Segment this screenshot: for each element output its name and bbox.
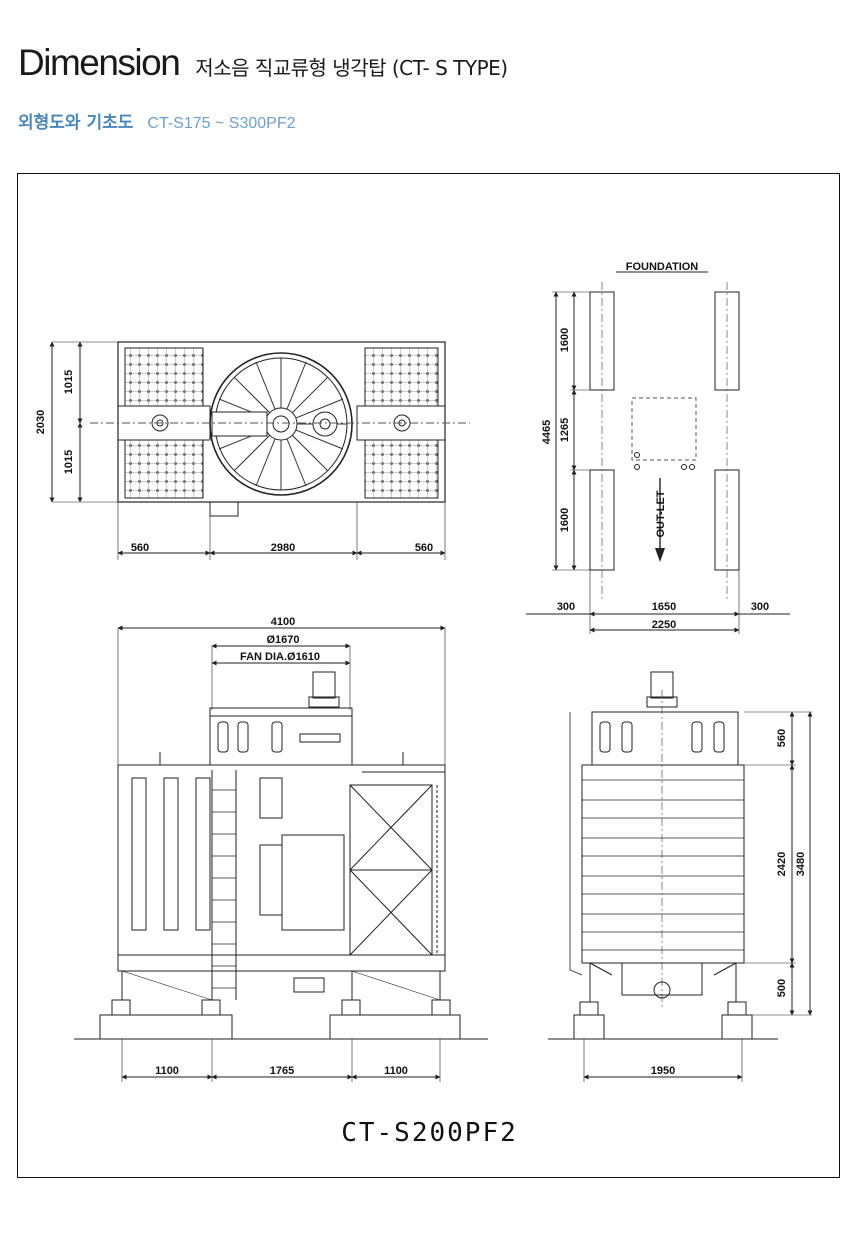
front-dim-1100-b: 1100 (384, 1065, 408, 1077)
side-dim-1950: 1950 (651, 1065, 675, 1077)
outlet-label: OUT-LET (655, 490, 667, 537)
section-heading: 외형도와 기초도 CT-S175 ~ S300PF2 (18, 108, 296, 133)
top-dim-2980: 2980 (271, 542, 295, 554)
foundation-dim-4465: 4465 (541, 420, 553, 444)
side-dim-560: 560 (776, 729, 788, 747)
foundation-dim-300-a: 300 (557, 601, 575, 613)
side-view (548, 671, 813, 1082)
page-subtitle: 저소음 직교류형 냉각탑 (CT- S TYPE) (195, 56, 508, 80)
section-label: 외형도와 기초도 (18, 113, 134, 133)
foundation-dim-1600-a: 1600 (559, 328, 571, 352)
front-dim-fan-dia: FAN DIA.Ø1610 (240, 651, 320, 663)
page-header: Dimension 저소음 직교류형 냉각탑 (CT- S TYPE) (18, 42, 508, 84)
front-view (74, 625, 488, 1082)
side-dim-3480: 3480 (795, 852, 807, 876)
side-dim-2420: 2420 (776, 852, 788, 876)
section-model-range: CT-S175 ~ S300PF2 (147, 115, 296, 132)
top-dim-560-b: 560 (415, 542, 433, 554)
foundation-plan (526, 271, 790, 634)
top-dim-1015-a: 1015 (63, 370, 75, 394)
foundation-dim-1265: 1265 (559, 418, 571, 442)
foundation-dim-1650: 1650 (652, 601, 676, 613)
foundation-title: FOUNDATION (626, 261, 699, 273)
front-dim-casing-dia: Ø1670 (266, 634, 299, 646)
side-dim-500: 500 (776, 979, 788, 997)
front-dim-1100-a: 1100 (155, 1065, 179, 1077)
front-dim-4100: 4100 (271, 616, 295, 628)
foundation-dim-1600-b: 1600 (559, 508, 571, 532)
top-dim-1015-b: 1015 (63, 450, 75, 474)
foundation-dim-300-b: 300 (751, 601, 769, 613)
top-view (49, 341, 470, 560)
top-dim-2030: 2030 (35, 410, 47, 434)
foundation-dim-2250: 2250 (652, 619, 676, 631)
page-title: Dimension (18, 42, 181, 83)
drawing-frame (17, 173, 840, 1178)
top-dim-560-a: 560 (131, 542, 149, 554)
model-label: CT-S200PF2 (341, 1118, 518, 1148)
front-dim-1765: 1765 (270, 1065, 294, 1077)
